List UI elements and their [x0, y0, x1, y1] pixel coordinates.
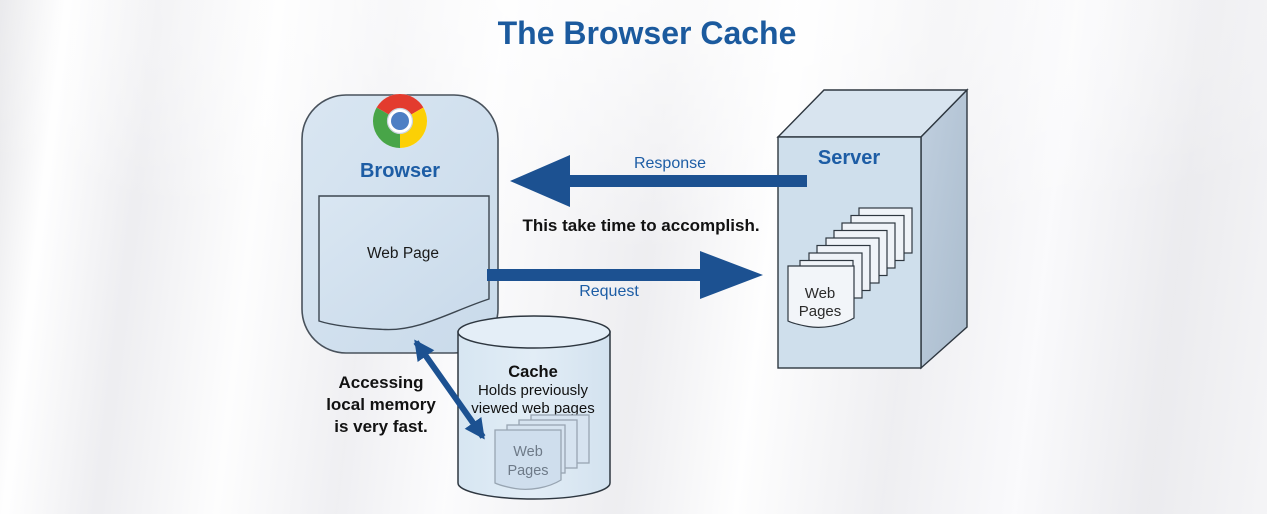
browser-label: Browser	[360, 160, 440, 182]
diagram-title: The Browser Cache	[498, 15, 797, 51]
cache-pages-label-line2: Pages	[507, 463, 548, 479]
browser-box: Browser Web Page	[301, 93, 499, 354]
cache-top	[457, 315, 611, 349]
request-label: Request	[579, 283, 639, 300]
chrome-icon-hub	[391, 112, 409, 130]
response-arrow	[510, 155, 807, 207]
network-note: This take time to accomplish.	[522, 216, 759, 235]
server-right-face	[920, 88, 968, 370]
chrome-icon	[372, 93, 428, 148]
cache-cylinder: Cache Holds previously viewed web pages …	[457, 315, 611, 500]
cache-pages-stack	[494, 414, 590, 491]
cache-desc-line2: viewed web pages	[471, 400, 594, 417]
request-arrow	[487, 251, 763, 299]
server-label: Server	[818, 147, 880, 169]
chrome-icon-red	[376, 93, 424, 121]
response-label: Response	[634, 155, 706, 172]
webpage-panel	[318, 195, 490, 331]
cache-note-line3: is very fast.	[334, 417, 428, 436]
cache-pages-label-line1: Web	[513, 444, 543, 460]
server-pages-label-line2: Pages	[799, 303, 842, 320]
server-pages-label-line1: Web	[805, 285, 836, 302]
webpage-label: Web Page	[367, 245, 439, 262]
cache-note-line1: Accessing	[338, 373, 423, 392]
cache-desc-line1: Holds previously	[478, 382, 589, 399]
cache-label: Cache	[508, 363, 558, 381]
server-pages-stack	[787, 207, 913, 328]
server-box: Server Web Pages	[776, 88, 969, 370]
server-front-page	[787, 265, 855, 328]
cache-note-line2: local memory	[326, 395, 436, 414]
cache-front-page	[494, 429, 562, 491]
cache-access-arrow	[413, 339, 486, 440]
